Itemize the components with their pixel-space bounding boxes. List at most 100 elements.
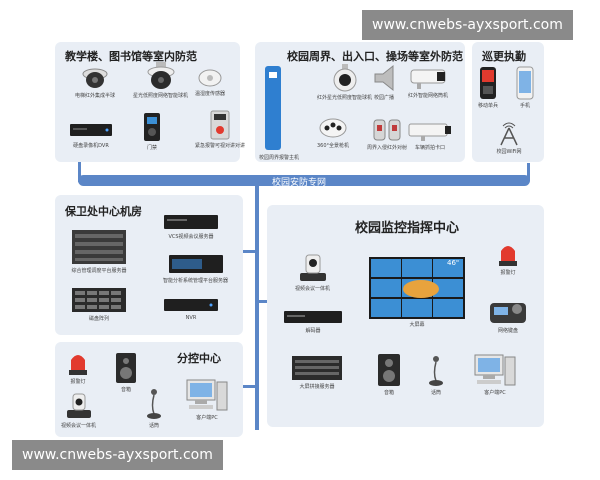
ir-beam-icon [373,119,401,141]
bus-drop-patrol [527,163,530,181]
device-label: 话筒 [148,423,159,429]
device-label: 音箱 [383,390,394,396]
bus-drop-left [78,160,81,182]
bus-vertical-trunk [255,180,259,430]
ptz-camera-icon [333,64,356,92]
ptz-camera-icon [147,62,174,89]
device-alarm-light[interactable]: 报警灯 [67,350,89,385]
nvr-icon [164,299,218,311]
panel-sub-center: 分控中心 报警灯 音箱 视频会议一体机 话筒 客户端PC [55,342,243,437]
bus-link-command [255,300,267,303]
device-label: 电梯红外集成半球 [75,93,116,99]
bullet-camera-icon [410,69,446,89]
device-label: 周界入侵红外对射 [367,145,408,151]
device-dispatch-server[interactable]: 综合管理调度平台服务器 [71,229,127,274]
device-dome-camera[interactable]: 电梯红外集成半球 [75,66,115,99]
device-decoder[interactable]: 解码器 [283,309,343,334]
panel-patrol: 巡更执勤 移动单兵 手机 校园WiFi网 [472,42,544,162]
screen-size-badge: 46" [447,259,460,267]
panel-command-center: 校园监控指挥中心 视频会议一体机 解码器 大屏幕 46" 报警灯 网络键盘 大屏… [267,205,544,427]
server-rack-icon [72,230,126,264]
panel-security-room: 保卫处中心机房 综合管理调度平台服务器 VCS视频会议服务器 智能分析系统管理平… [55,195,243,335]
panel-title: 校园周界、出入口、操场等室外防范 [287,50,463,63]
device-label: 紧急报警可视对讲对讲 [195,143,246,149]
bus-link-sub [243,385,258,388]
device-microphone[interactable]: 话筒 [145,388,163,429]
device-video-conf[interactable]: 视频会议一体机 [61,392,96,429]
device-label: 手机 [519,103,530,109]
device-label: 硬盘录像机DVR [73,143,109,149]
watermark-top: www.cnwebs-ayxsport.com [362,10,573,40]
network-keyboard-icon [490,303,526,323]
device-bullet-camera[interactable]: 红外智能网络筒机 [407,66,449,99]
device-alarm-light[interactable]: 报警灯 [497,241,519,276]
device-label: 客户端PC [196,415,218,421]
network-bus [78,175,530,186]
intercom-icon [210,110,230,140]
device-intercom[interactable]: 紧急报警可视对讲对讲 [195,110,245,149]
conference-camera-icon [66,393,91,418]
device-ptz-camera[interactable]: 星光低照度网络智能球机 [133,62,188,99]
device-label: 视频会议一体机 [61,423,97,429]
device-panoramic[interactable]: 360°全景枪机 [317,116,349,149]
device-label: 智能分析系统管理平台服务器 [163,278,229,284]
device-temp-sensor[interactable]: 温湿度传感器 [195,66,225,97]
device-video-conf[interactable]: 视频会议一体机 [295,253,330,292]
device-vehicle-capture[interactable]: 车辆抓拍卡口 [407,120,453,151]
device-label: 车辆抓拍卡口 [414,145,445,151]
device-wifi-tower[interactable]: 校园WiFi网 [496,120,522,155]
device-video-wall[interactable]: 大屏幕 [369,257,465,328]
speaker-icon [378,354,400,386]
device-label: 报警灯 [500,270,516,276]
handheld-terminal-icon [480,67,496,99]
device-phone[interactable]: 手机 [516,66,534,109]
desktop-pc-icon [474,354,516,386]
device-analysis-server[interactable]: 智能分析系统管理平台服务器 [163,253,228,284]
device-broadcast[interactable]: 校园广播 [373,64,395,101]
device-label: 温湿度传感器 [195,91,226,97]
device-ir-beam[interactable]: 周界入侵红外对射 [367,118,407,151]
device-label: 星光低照度网络智能球机 [133,93,189,99]
device-label: 红外星光低照度智能球机 [317,95,373,101]
device-nvr[interactable]: NVR [163,297,219,321]
device-label: 移动单兵 [478,103,499,109]
server-icon [168,255,223,273]
device-microphone[interactable]: 话筒 [427,355,445,396]
video-wall-icon [369,257,465,319]
device-label: 音箱 [120,387,131,393]
panel-title: 保卫处中心机房 [65,205,142,218]
device-client-pc[interactable]: 客户端PC [185,378,229,421]
bus-label: 校园安防专网 [272,178,327,188]
device-speaker[interactable]: 音箱 [115,352,137,393]
device-access-control[interactable]: 门禁 [143,112,161,151]
device-client-pc[interactable]: 客户端PC [473,353,517,396]
device-label: 红外智能网络筒机 [407,93,448,99]
device-speaker[interactable]: 音箱 [377,353,401,396]
device-wall-server[interactable]: 大屏拼接服务器 [291,355,343,390]
device-label: VCS视频会议服务器 [168,234,214,240]
panel-title: 巡更执勤 [482,50,526,63]
microphone-icon [429,356,443,386]
panel-outdoor: 校园周界、出入口、操场等室外防范 校园周界报警主机 红外星光低照度智能球机 校园… [255,42,465,162]
panoramic-camera-icon [319,118,347,138]
device-label: NVR [185,315,197,321]
panel-title: 校园监控指挥中心 [355,221,460,236]
perimeter-pole-icon [265,66,281,150]
device-label: 视频会议一体机 [295,286,331,292]
device-label: 解码器 [305,328,321,334]
panel-indoor: 教学楼、图书馆等室内防范 电梯红外集成半球 星光低照度网络智能球机 温湿度传感器… [55,42,245,162]
vehicle-capture-camera-icon [408,123,451,141]
device-perimeter-pole[interactable] [261,62,285,150]
device-handheld[interactable]: 移动单兵 [478,66,498,109]
device-keyboard[interactable]: 网络键盘 [489,295,527,334]
server-rack-icon [292,356,342,380]
device-label: 大屏幕 [409,322,425,328]
device-vcs-server[interactable]: VCS视频会议服务器 [163,213,219,240]
conference-camera-icon [299,254,326,281]
panel-title: 分控中心 [177,352,221,365]
speaker-icon [116,353,136,383]
device-dvr[interactable]: 硬盘录像机DVR [69,120,113,149]
dome-camera-icon [82,68,108,88]
device-disk-array[interactable]: 磁盘阵列 [71,287,127,322]
device-ir-ptz[interactable]: 红外星光低照度智能球机 [317,64,372,101]
